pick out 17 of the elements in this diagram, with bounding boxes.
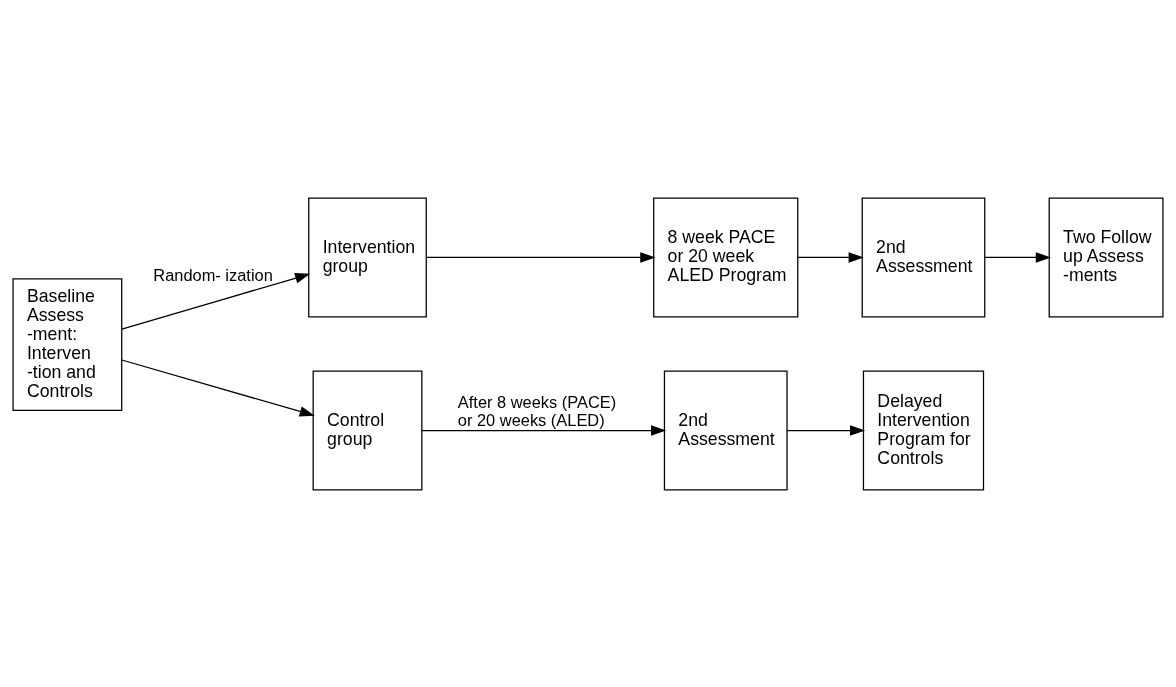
- arrow: [121, 358, 315, 417]
- edge-label: After 8 weeks (PACE) or 20 weeks (ALED): [457, 392, 617, 429]
- node-box: Delayed Intervention Program for Controls: [862, 370, 985, 491]
- arrow: [786, 424, 866, 436]
- edge-label: Random- ization: [153, 265, 273, 284]
- arrow: [421, 424, 667, 436]
- node-box: Intervention group: [308, 196, 427, 317]
- arrow: [984, 251, 1051, 263]
- arrow: [797, 251, 864, 263]
- node-box: Control group: [312, 370, 423, 491]
- arrow: [121, 272, 311, 330]
- node-box: 8 week PACE or 20 week ALED Program: [653, 196, 799, 317]
- arrow: [425, 251, 656, 263]
- node-box: 2nd Assessment: [861, 196, 986, 317]
- node-box: 2nd Assessment: [663, 370, 788, 491]
- node-box: Baseline Assess -ment: Interven -tion and Controls: [12, 277, 123, 411]
- node-box: Two Follow up Assess -ments: [1048, 196, 1164, 317]
